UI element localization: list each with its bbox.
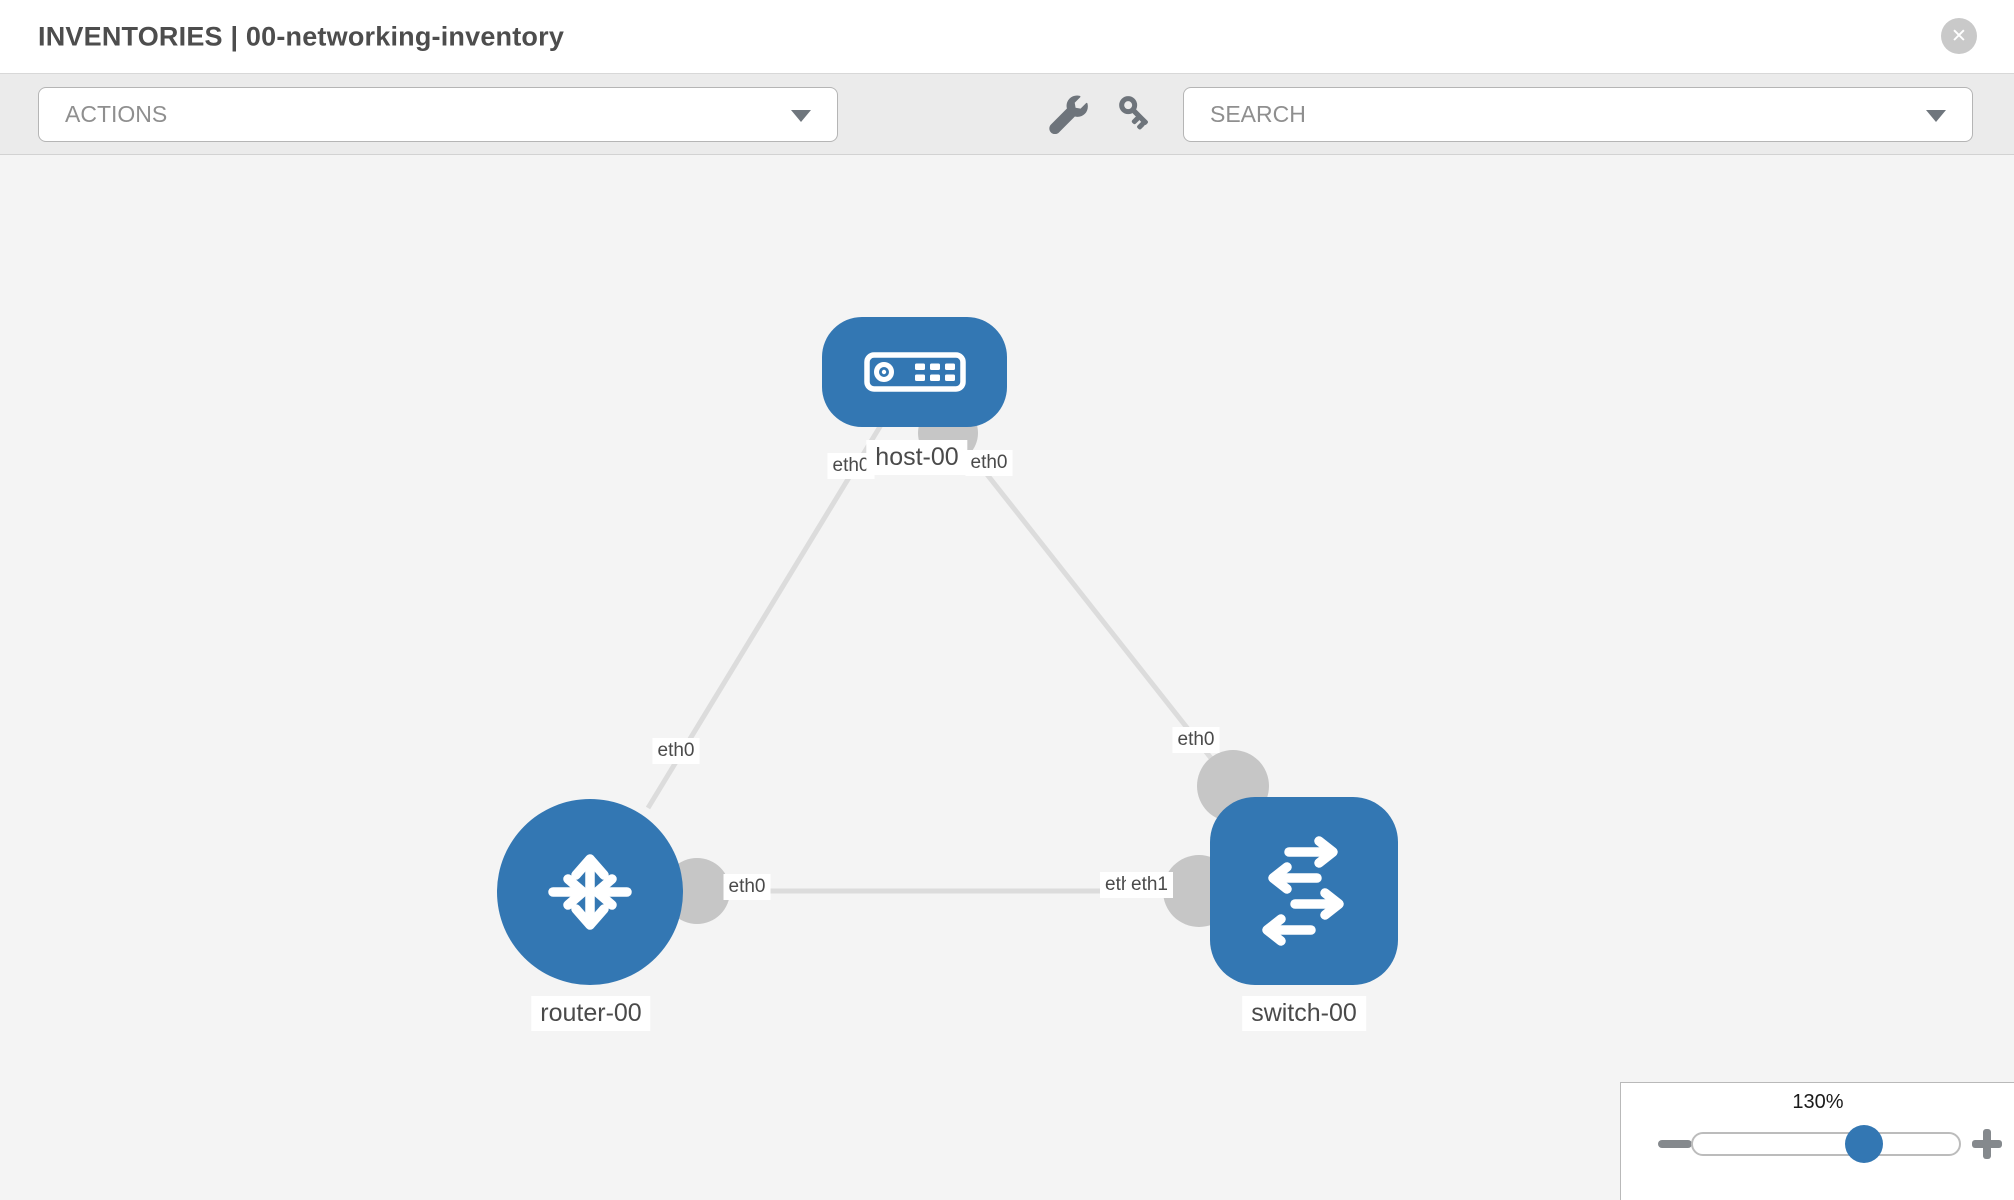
chevron-down-icon bbox=[791, 109, 811, 122]
node-label-router: router-00 bbox=[531, 996, 651, 1031]
search-dropdown-label: SEARCH bbox=[1210, 101, 1306, 127]
actions-dropdown[interactable]: ACTIONS bbox=[38, 87, 838, 142]
switch-icon bbox=[1262, 836, 1344, 946]
page-title: INVENTORIES | 00-networking-inventory bbox=[38, 21, 565, 51]
zoom-level: 130% bbox=[1792, 1091, 1844, 1113]
zoom-panel: 130% bbox=[1620, 1082, 2014, 1200]
close-icon: ✕ bbox=[1951, 25, 1967, 47]
plus-icon[interactable] bbox=[1972, 1129, 2002, 1159]
interface-label: eth1 bbox=[1126, 872, 1173, 898]
wrench-icon bbox=[1049, 95, 1088, 134]
topology-canvas[interactable] bbox=[0, 155, 2014, 1200]
zoom-slider-track[interactable] bbox=[1691, 1132, 1961, 1156]
node-router[interactable] bbox=[497, 799, 683, 985]
host-icon bbox=[864, 352, 966, 392]
header: INVENTORIES | 00-networking-inventory ✕ bbox=[0, 0, 2014, 73]
interface-label: eth0 bbox=[1172, 727, 1220, 753]
configure-button[interactable] bbox=[1045, 91, 1091, 137]
interface-label: eth0 bbox=[723, 874, 771, 900]
search-dropdown[interactable]: SEARCH bbox=[1183, 87, 1973, 142]
chevron-down-icon bbox=[1926, 109, 1946, 122]
toolbar: ACTIONS SEARCH bbox=[0, 73, 2014, 155]
node-label-host: host-00 bbox=[866, 440, 968, 475]
link-host-switch[interactable] bbox=[946, 423, 1235, 788]
key-icon bbox=[1119, 96, 1148, 130]
interface-label: eth0 bbox=[965, 450, 1013, 476]
router-icon bbox=[548, 854, 632, 930]
zoom-slider-handle[interactable] bbox=[1845, 1125, 1883, 1163]
actions-dropdown-label: ACTIONS bbox=[65, 101, 168, 127]
interface-label: eth0 bbox=[652, 738, 700, 764]
node-host[interactable] bbox=[822, 317, 1007, 427]
node-label-switch: switch-00 bbox=[1242, 996, 1366, 1031]
minus-icon[interactable] bbox=[1658, 1140, 1692, 1148]
node-switch[interactable] bbox=[1210, 797, 1398, 985]
credentials-button[interactable] bbox=[1114, 91, 1160, 137]
close-button[interactable]: ✕ bbox=[1941, 18, 1977, 54]
